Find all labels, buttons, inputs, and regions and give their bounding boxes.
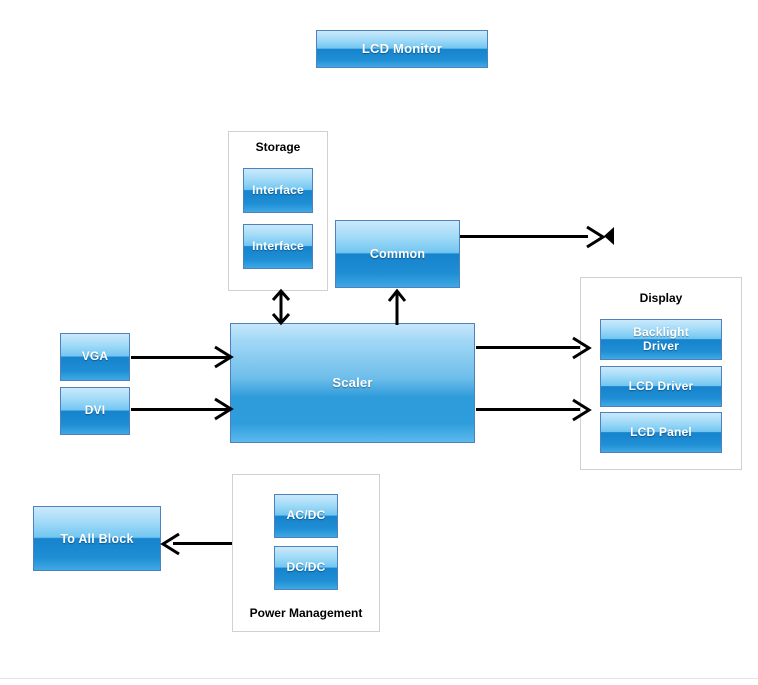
group-display-title: Display	[639, 291, 683, 305]
connector-scaler-to-common	[387, 288, 407, 325]
block-scaler[interactable]: Scaler	[230, 323, 475, 443]
block-interface-1[interactable]: Interface	[243, 168, 313, 213]
connector-vga-to-scaler	[131, 356, 231, 359]
block-lcd-monitor[interactable]: LCD Monitor	[316, 30, 488, 68]
block-dvi-label: DVI	[84, 403, 106, 418]
arrowhead-dvi-to-scaler	[214, 397, 234, 421]
connector-dvi-to-scaler	[131, 408, 231, 411]
connector-scaler-to-display-lower	[476, 408, 580, 411]
block-lcd-panel[interactable]: LCD Panel	[600, 412, 722, 453]
connector-scaler-to-display-upper	[476, 346, 580, 349]
block-interface-2[interactable]: Interface	[243, 224, 313, 269]
block-dvi[interactable]: DVI	[60, 387, 130, 435]
block-backlight-driver[interactable]: Backlight Driver	[600, 319, 722, 360]
arrowhead-vga-to-scaler	[214, 345, 234, 369]
block-acdc[interactable]: AC/DC	[274, 494, 338, 538]
group-storage	[228, 131, 328, 291]
block-dcdc[interactable]: DC/DC	[274, 546, 338, 590]
group-power-management-title: Power Management	[249, 606, 363, 620]
block-lcd-driver-label: LCD Driver	[628, 378, 694, 393]
block-vga-label: VGA	[81, 349, 109, 364]
bottom-divider	[0, 678, 758, 679]
connector-common-to-speaker	[460, 235, 588, 238]
block-lcd-monitor-label: LCD Monitor	[361, 40, 443, 56]
block-common[interactable]: Common	[335, 220, 460, 288]
group-display	[580, 277, 742, 470]
block-backlight-driver-line2: Driver	[643, 338, 679, 353]
block-interface-2-label: Interface	[252, 238, 304, 253]
block-interface-1-label: Interface	[252, 182, 304, 197]
block-to-all-block-label: To All Block	[60, 531, 134, 546]
block-scaler-label: Scaler	[332, 374, 373, 390]
arrowhead-scaler-to-display-upper	[572, 336, 592, 360]
connector-storage-scaler-bidirectional	[271, 288, 291, 326]
block-backlight-driver-line1: Backlight	[633, 325, 689, 340]
speaker-icon	[604, 227, 614, 245]
arrowhead-scaler-to-display-lower	[572, 398, 592, 422]
group-power-management	[232, 474, 380, 632]
arrowhead-common-to-speaker	[586, 225, 606, 249]
block-lcd-driver[interactable]: LCD Driver	[600, 366, 722, 407]
block-to-all-block[interactable]: To All Block	[33, 506, 161, 571]
block-acdc-label: AC/DC	[286, 508, 326, 523]
group-storage-title: Storage	[255, 140, 301, 154]
block-common-label: Common	[369, 247, 426, 261]
block-lcd-panel-label: LCD Panel	[630, 424, 692, 439]
block-dcdc-label: DC/DC	[286, 560, 326, 575]
arrowhead-power-to-all-block	[160, 532, 180, 556]
connector-power-to-all-block	[173, 542, 232, 545]
block-vga[interactable]: VGA	[60, 333, 130, 381]
